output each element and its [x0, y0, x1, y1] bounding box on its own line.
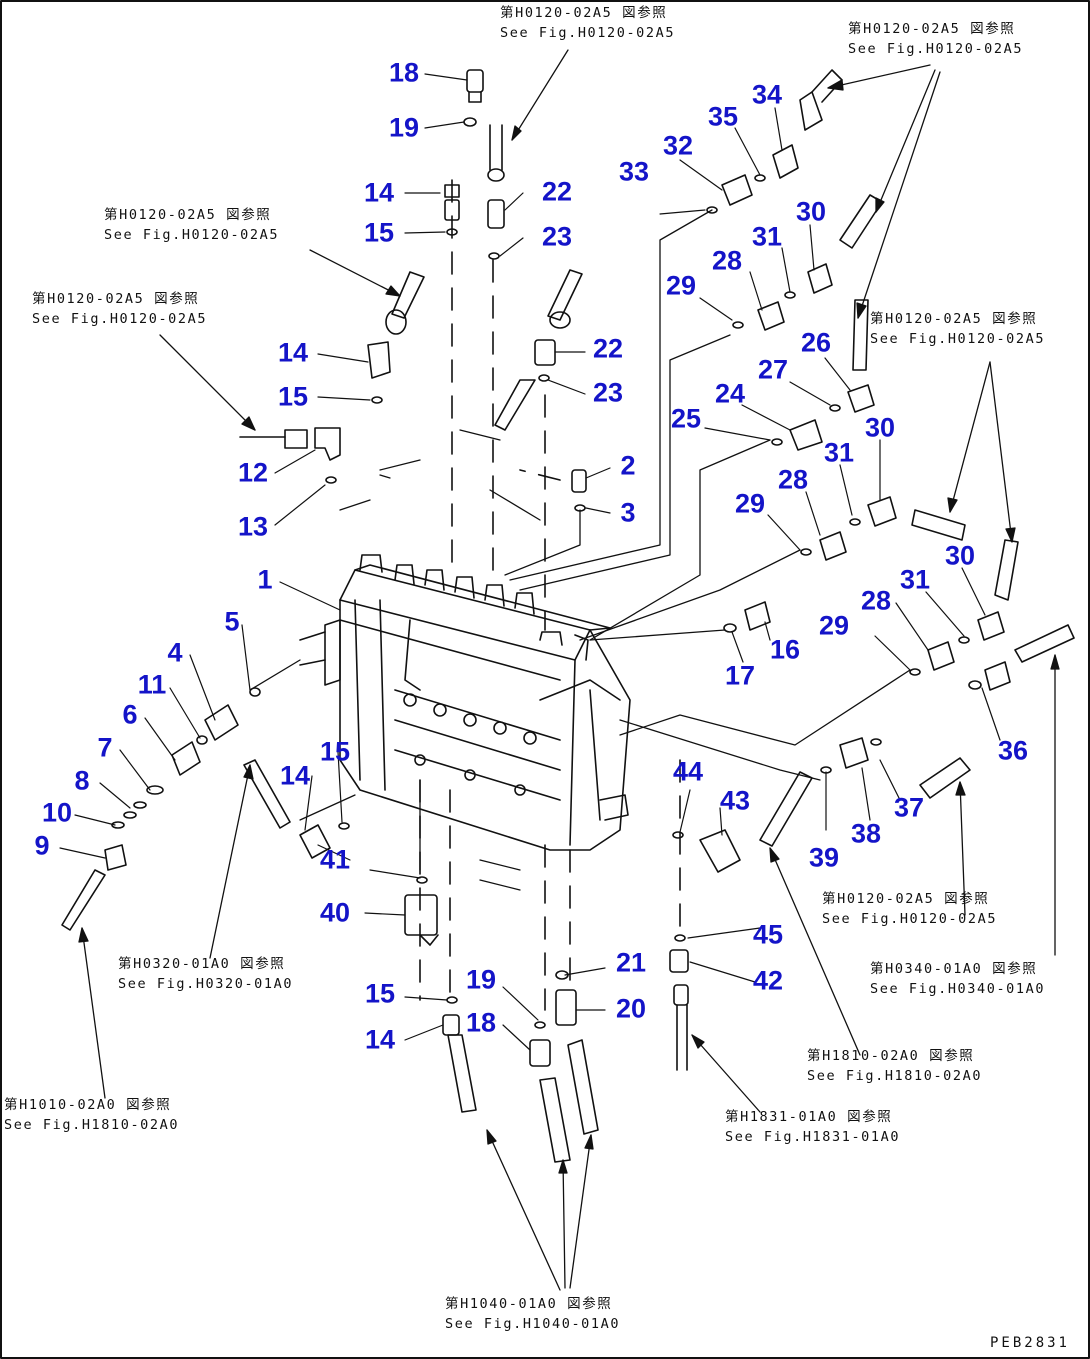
- part-number-3: 3: [620, 497, 636, 528]
- part-number-41: 41: [319, 844, 351, 875]
- part-number-30-c: 30: [944, 540, 976, 571]
- part-number-42: 42: [752, 965, 784, 996]
- part-number-7: 7: [97, 732, 113, 763]
- part-number-22-b: 22: [592, 333, 624, 364]
- part-number-39: 39: [808, 842, 840, 873]
- part-number-28-a: 28: [711, 245, 743, 276]
- part-number-4: 4: [167, 637, 183, 668]
- part-number-26: 26: [800, 327, 832, 358]
- part-number-14-a: 14: [363, 177, 395, 208]
- part-number-14-c: 14: [279, 760, 311, 791]
- part-number-15-c: 15: [319, 736, 351, 767]
- part-number-25: 25: [670, 403, 702, 434]
- part-number-18-a: 18: [388, 57, 420, 88]
- part-number-15-b: 15: [277, 381, 309, 412]
- leader-lines: [59, 73, 1001, 1051]
- part-number-23-b: 23: [592, 377, 624, 408]
- part-number-1: 1: [257, 564, 273, 595]
- part-number-14-b: 14: [277, 337, 309, 368]
- drawing-code: PEB2831: [989, 1335, 1070, 1351]
- center-lines: [419, 179, 681, 1011]
- part-number-44: 44: [672, 756, 704, 787]
- part-number-31-a: 31: [751, 221, 783, 252]
- part-number-30-a: 30: [795, 196, 827, 227]
- part-number-21: 21: [615, 947, 647, 978]
- part-number-29-a: 29: [665, 270, 697, 301]
- part-number-22-a: 22: [541, 176, 573, 207]
- part-number-31-c: 31: [899, 564, 931, 595]
- part-number-5: 5: [224, 606, 240, 637]
- part-number-40: 40: [319, 897, 351, 928]
- part-number-24: 24: [714, 378, 746, 409]
- part-number-15-d: 15: [364, 978, 396, 1009]
- part-number-32: 32: [662, 130, 694, 161]
- reference-arrows: [78, 49, 1060, 1291]
- part-number-29-b: 29: [734, 488, 766, 519]
- part-number-36: 36: [997, 735, 1029, 766]
- part-number-12: 12: [237, 457, 269, 488]
- part-number-18-b: 18: [465, 1007, 497, 1038]
- part-number-20: 20: [615, 993, 647, 1024]
- part-number-19-a: 19: [388, 112, 420, 143]
- part-number-15-a: 15: [363, 217, 395, 248]
- part-number-9: 9: [34, 830, 50, 861]
- part-number-13: 13: [237, 511, 269, 542]
- part-number-45: 45: [752, 919, 784, 950]
- part-number-33: 33: [618, 156, 650, 187]
- part-number-8: 8: [74, 765, 90, 796]
- part-number-37: 37: [893, 792, 925, 823]
- part-number-27: 27: [757, 354, 789, 385]
- part-number-11: 11: [137, 669, 167, 700]
- part-number-2: 2: [620, 450, 636, 481]
- fittings: [61, 69, 1075, 1163]
- part-number-38: 38: [850, 818, 882, 849]
- part-number-23-a: 23: [541, 221, 573, 252]
- part-number-30-b: 30: [864, 412, 896, 443]
- part-number-28-c: 28: [860, 585, 892, 616]
- part-number-29-c: 29: [818, 610, 850, 641]
- part-number-14-d: 14: [364, 1024, 396, 1055]
- part-number-28-b: 28: [777, 464, 809, 495]
- part-number-19-b: 19: [465, 964, 497, 995]
- control-valve-body: [299, 554, 631, 851]
- part-number-10: 10: [41, 797, 73, 828]
- part-number-16: 16: [769, 634, 801, 665]
- part-number-35: 35: [707, 101, 739, 132]
- part-number-31-b: 31: [823, 437, 855, 468]
- connection-lines: [249, 209, 911, 891]
- part-number-34: 34: [751, 79, 783, 110]
- part-number-6: 6: [122, 699, 138, 730]
- part-number-43: 43: [719, 785, 751, 816]
- part-number-17: 17: [724, 660, 756, 691]
